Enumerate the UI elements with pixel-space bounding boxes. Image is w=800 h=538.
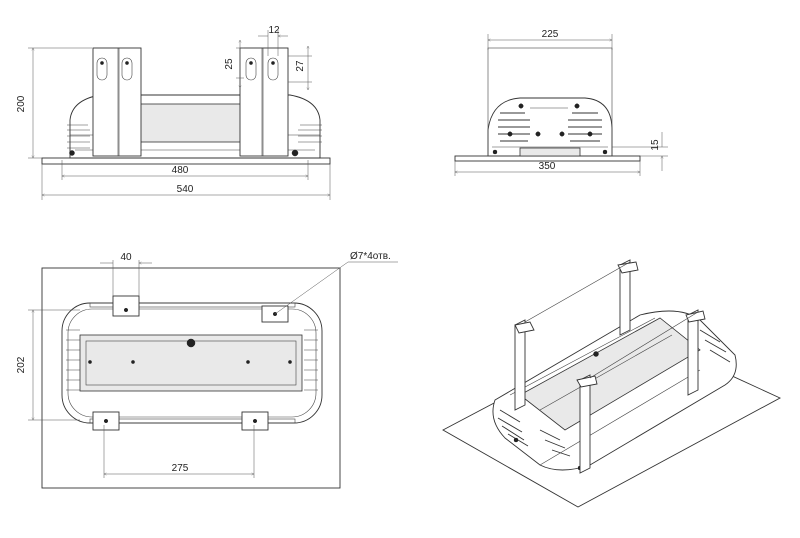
left-bracket-front <box>92 47 142 157</box>
front-view: 200 480 540 12 25 27 <box>16 25 331 200</box>
top-brackets <box>92 295 289 431</box>
dim-side-top-width-label: 225 <box>542 29 559 40</box>
holes-note-label: Ø7*4отв. <box>350 251 391 262</box>
dim-top-hole-spacing-label: 275 <box>172 463 189 474</box>
dim-front-inner-width-label: 480 <box>172 165 189 176</box>
dim-side-top-width: 225 <box>488 29 612 50</box>
top-view: 40 202 275 Ø7*4отв. <box>16 251 398 489</box>
top-vents-left <box>66 329 80 391</box>
dim-side-base-width: 350 <box>455 161 640 176</box>
dim-side-base-height-label: 15 <box>650 139 661 151</box>
dim-side-base-width-label: 350 <box>539 161 556 172</box>
dim-top-slot-width-label: 40 <box>120 252 132 263</box>
dim-bracket-width-label: 12 <box>268 25 280 36</box>
dim-top-depth-label: 202 <box>16 356 27 373</box>
dim-front-height-label: 200 <box>16 95 27 112</box>
dim-slot-height: 27 <box>288 46 312 90</box>
dim-front-total-width: 540 <box>42 164 330 200</box>
iso-brackets <box>514 259 706 474</box>
iso-vents <box>497 329 731 457</box>
dim-slot-height-label: 27 <box>295 60 306 72</box>
holes-leader: Ø7*4отв. <box>274 251 398 315</box>
dim-slot-top-label: 25 <box>224 58 235 70</box>
right-vents-front <box>291 124 322 157</box>
dim-top-hole-spacing: 275 <box>104 425 254 478</box>
left-vents-front <box>67 124 90 156</box>
dim-top-depth: 202 <box>16 310 80 420</box>
right-bracket-front <box>239 47 289 157</box>
side-vents-right <box>568 112 602 142</box>
isometric-view <box>442 259 782 508</box>
side-vents-left <box>498 112 530 142</box>
dim-front-height: 200 <box>16 48 92 158</box>
dim-front-inner-width: 480 <box>62 160 308 180</box>
dim-bracket-width: 12 <box>258 25 288 56</box>
top-vents-right <box>304 329 318 391</box>
side-view: 225 350 15 <box>454 29 668 176</box>
dim-side-base-height: 15 <box>612 132 668 171</box>
dim-front-total-width-label: 540 <box>177 184 194 195</box>
dim-slot-top: 25 <box>224 40 244 88</box>
dim-top-slot-width: 40 <box>100 252 152 296</box>
